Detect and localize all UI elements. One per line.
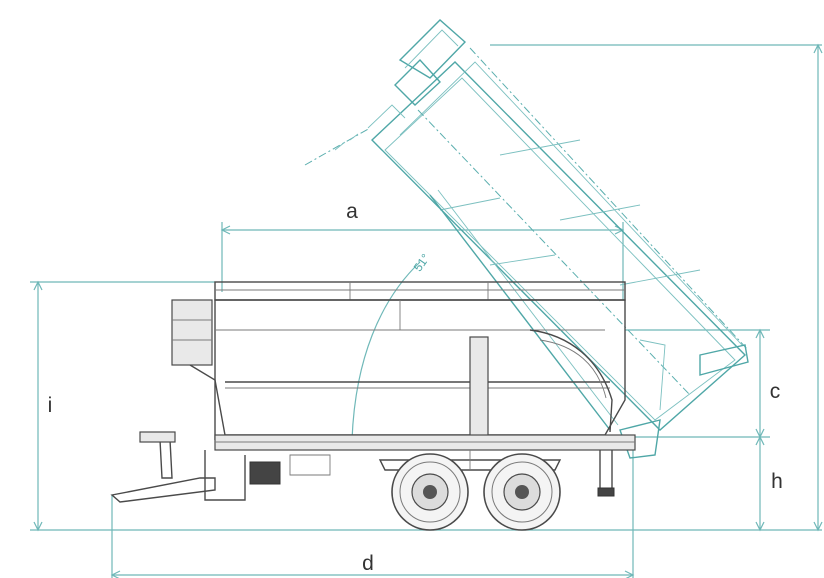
dimension-label-i: i	[48, 394, 53, 417]
tipped-body-outline	[304, 19, 749, 459]
wheel-front	[483, 453, 561, 531]
wheel-rear	[391, 453, 469, 531]
dimension-label-d: d	[362, 552, 374, 575]
dimension-label-a: a	[346, 200, 358, 223]
trailer-body	[110, 281, 636, 503]
dimension-label-c: c	[770, 380, 781, 403]
tipping-angle-label: 51°	[411, 251, 433, 274]
dimension-label-h: h	[771, 470, 783, 493]
